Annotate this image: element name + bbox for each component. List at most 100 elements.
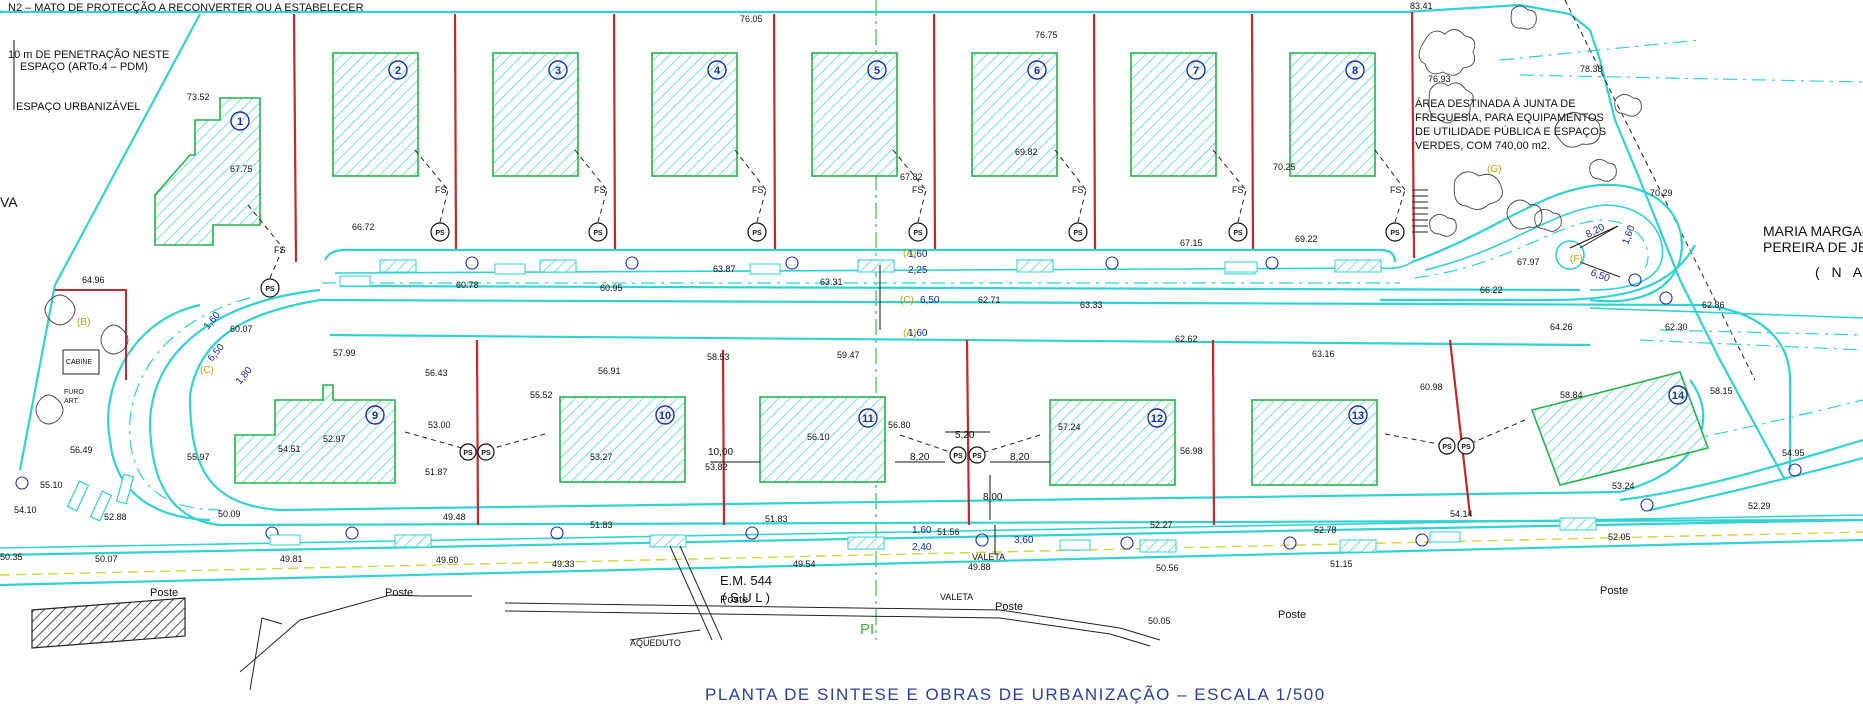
ps-manhole: PS — [588, 222, 608, 242]
svg-text:56.98: 56.98 — [1180, 446, 1203, 456]
svg-text:8,00: 8,00 — [983, 492, 1003, 503]
svg-text:FS: FS — [274, 245, 286, 255]
svg-text:1,60: 1,60 — [202, 310, 223, 332]
aux-line-right-2 — [1519, 74, 1863, 83]
svg-text:50.09: 50.09 — [218, 509, 241, 519]
svg-text:12: 12 — [1151, 413, 1163, 425]
dimension-lines — [13, 40, 1619, 555]
left-edge-text: VA — [0, 194, 18, 210]
elevation-values: 76.05 83.41 76.75 78.38 76.93 73.52 67.7… — [0, 1, 1805, 626]
svg-text:49.48: 49.48 — [443, 512, 466, 522]
svg-text:13: 13 — [1352, 410, 1364, 422]
cabine-area: CABINE FURO ART. — [35, 289, 135, 522]
lot-numbers: 1 2 3 4 5 6 7 8 9 10 11 12 13 14 — [230, 60, 1688, 428]
svg-text:60.78: 60.78 — [456, 280, 479, 290]
svg-text:73.52: 73.52 — [187, 92, 210, 102]
svg-text:64.96: 64.96 — [82, 275, 105, 285]
aux-line-right-4 — [1659, 329, 1863, 336]
svg-text:PS: PS — [265, 286, 275, 293]
svg-text:60.95: 60.95 — [600, 283, 623, 293]
svg-text:14: 14 — [1672, 390, 1685, 402]
svg-text:52.05: 52.05 — [1608, 532, 1631, 542]
svg-text:53.24: 53.24 — [1612, 481, 1635, 491]
svg-text:50.05: 50.05 — [1148, 616, 1171, 626]
svg-text:2,25: 2,25 — [908, 265, 928, 276]
aux-line-right-5 — [1589, 307, 1863, 319]
svg-text:62.71: 62.71 — [978, 295, 1001, 305]
svg-text:76.93: 76.93 — [1428, 74, 1451, 84]
svg-text:67.82: 67.82 — [900, 172, 923, 182]
svg-text:FS: FS — [1390, 185, 1402, 195]
svg-text:FS: FS — [1072, 185, 1084, 195]
poste-label: Poste — [1600, 585, 1628, 597]
svg-text:4: 4 — [714, 65, 721, 77]
svg-text:PS: PS — [972, 453, 982, 460]
svg-text:54.14: 54.14 — [1450, 509, 1473, 519]
lot-divisions-north — [292, 11, 1416, 263]
svg-text:5,20: 5,20 — [955, 430, 975, 441]
buildings — [154, 52, 1710, 486]
svg-text:PS: PS — [1233, 230, 1243, 237]
lot-number-3: 3 — [548, 60, 568, 80]
svg-text:54.10: 54.10 — [14, 505, 37, 515]
svg-text:54.95: 54.95 — [1782, 448, 1805, 458]
svg-text:PS: PS — [463, 450, 473, 457]
south-streets — [0, 298, 1863, 587]
svg-text:1: 1 — [237, 116, 243, 128]
lot-number-9: 9 — [365, 405, 385, 425]
svg-text:66.22: 66.22 — [1480, 285, 1503, 295]
note-penetracao-2: ESPAÇO (ARTo.4 – PDM) — [20, 61, 148, 73]
svg-text:59.47: 59.47 — [837, 350, 860, 360]
ps-manhole: PS — [908, 222, 928, 242]
svg-text:8,20: 8,20 — [1584, 222, 1607, 241]
svg-text:53.82: 53.82 — [705, 462, 728, 472]
svg-text:VERDES, COM 740,00 m2.: VERDES, COM 740,00 m2. — [1415, 140, 1550, 152]
svg-text:5: 5 — [874, 65, 880, 77]
svg-text:(C): (C) — [900, 295, 914, 306]
parcel-boundary — [0, 3, 1786, 481]
svg-text:1,80: 1,80 — [234, 365, 255, 387]
road-name: E.M. 544 — [720, 573, 772, 588]
ps-manhole: PS — [968, 446, 986, 464]
svg-text:51.56: 51.56 — [937, 527, 960, 537]
ps-manhole: PS — [477, 443, 495, 461]
svg-text:51.15: 51.15 — [1330, 559, 1353, 569]
svg-text:FS: FS — [435, 185, 447, 195]
svg-text:(F): (F) — [1570, 254, 1583, 265]
svg-text:7: 7 — [1193, 65, 1199, 77]
svg-text:69.22: 69.22 — [1295, 234, 1318, 244]
svg-text:1,60: 1,60 — [908, 249, 928, 260]
svg-text:8,20: 8,20 — [910, 452, 930, 463]
ps-manhole: PS — [747, 222, 767, 242]
svg-text:( N A S: ( N A S — [1815, 264, 1863, 280]
svg-text:FS: FS — [594, 185, 606, 195]
parking-strips — [269, 259, 1597, 553]
svg-text:50.07: 50.07 — [95, 554, 118, 564]
axis-pl-label: PI — [860, 621, 874, 638]
svg-text:67.15: 67.15 — [1180, 238, 1203, 248]
svg-text:78.38: 78.38 — [1580, 64, 1603, 74]
hatched-block — [31, 597, 186, 649]
svg-text:57.99: 57.99 — [333, 348, 356, 358]
svg-text:1,60: 1,60 — [908, 328, 928, 339]
svg-text:PS: PS — [752, 230, 762, 237]
svg-text:(A): (A) — [903, 248, 916, 259]
svg-text:3: 3 — [555, 65, 561, 77]
area-note: ÁREA DESTINADA À JUNTA DE FREGUESIA, PAR… — [1415, 97, 1606, 152]
svg-text:8,20: 8,20 — [1010, 452, 1030, 463]
svg-text:52.88: 52.88 — [104, 512, 127, 522]
owner-label: MARIA MARGAR PEREIRA DE JE ( N A S — [1763, 223, 1863, 280]
street-manholes — [15, 256, 1802, 550]
lot-number-2: 2 — [388, 60, 408, 80]
svg-text:52.97: 52.97 — [323, 434, 346, 444]
svg-text:MARIA MARGAR: MARIA MARGAR — [1763, 223, 1863, 239]
svg-text:6,50: 6,50 — [1589, 267, 1611, 284]
lot-number-12: 12 — [1147, 408, 1167, 428]
svg-text:62.30: 62.30 — [1665, 322, 1688, 332]
svg-text:6,50: 6,50 — [920, 295, 940, 306]
svg-text:76.05: 76.05 — [740, 14, 763, 24]
svg-text:6: 6 — [1034, 65, 1040, 77]
svg-text:51.87: 51.87 — [425, 467, 448, 477]
lot-number-13: 13 — [1348, 405, 1368, 425]
svg-text:55.97: 55.97 — [187, 452, 210, 462]
